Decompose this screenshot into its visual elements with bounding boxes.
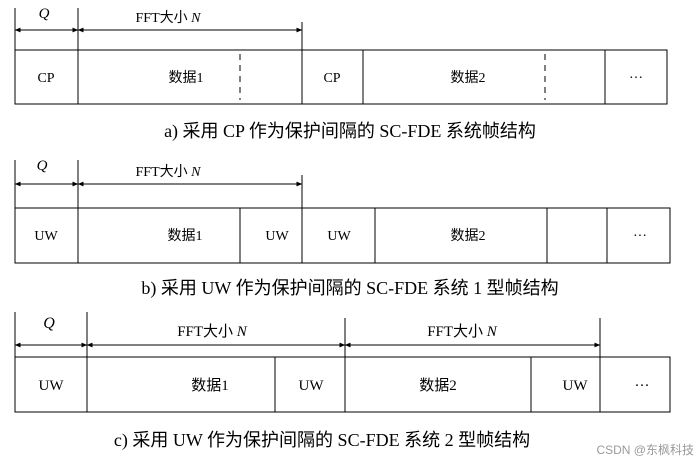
b-caption: b) 采用 UW 作为保护间隔的 SC-FDE 系统 1 型帧结构	[141, 278, 558, 299]
a-q-label: Q	[39, 6, 50, 22]
c-cell-uw-1: UW	[39, 378, 65, 394]
watermark: CSDN @东枫科技	[596, 443, 694, 457]
diagram-b: Q FFT大小 N UW 数据1 UW UW 数据2 ··· b) 采用 UW …	[14, 158, 671, 299]
diagram-a: Q FFT大小 N CP 数据1 CP 数据2 ··· a) 采用 CP 作为保…	[14, 6, 668, 142]
a-cell-cp-2: CP	[323, 71, 340, 86]
a-cell-ellipsis: ···	[629, 71, 643, 86]
a-cell-cp-1: CP	[37, 71, 54, 86]
a-fft-label: FFT大小 N	[136, 10, 202, 26]
a-cell-data-1: 数据1	[169, 70, 204, 86]
c-caption: c) 采用 UW 作为保护间隔的 SC-FDE 系统 2 型帧结构	[114, 430, 530, 451]
c-fft-label-2: FFT大小 N	[427, 323, 498, 340]
a-frame-row	[14, 49, 668, 105]
b-cell-data-1: 数据1	[168, 228, 203, 244]
b-fft-label: FFT大小 N	[136, 164, 202, 180]
c-cell-data-1: 数据1	[191, 377, 229, 394]
b-cell-ellipsis: ···	[633, 229, 647, 244]
c-cell-ellipsis: ···	[635, 378, 650, 394]
b-cell-uw-3: UW	[327, 229, 351, 244]
c-fft-label-1: FFT大小 N	[177, 323, 248, 340]
diagram-c: Q FFT大小 N FFT大小 N UW 数据1 UW 数据2 UW ··· c…	[14, 312, 671, 451]
a-caption: a) 采用 CP 作为保护间隔的 SC-FDE 系统帧结构	[164, 121, 536, 142]
b-q-label: Q	[37, 158, 48, 174]
c-cell-uw-2: UW	[299, 378, 325, 394]
b-cell-uw-2: UW	[265, 229, 289, 244]
b-cell-data-2: 数据2	[451, 228, 486, 244]
c-frame-row	[14, 356, 671, 413]
c-cell-data-2: 数据2	[419, 377, 457, 394]
a-cell-data-2: 数据2	[451, 70, 486, 86]
b-cell-uw-1: UW	[34, 229, 58, 244]
b-frame-row	[14, 207, 671, 264]
c-q-label: Q	[43, 315, 55, 332]
c-cell-uw-3: UW	[563, 378, 589, 394]
